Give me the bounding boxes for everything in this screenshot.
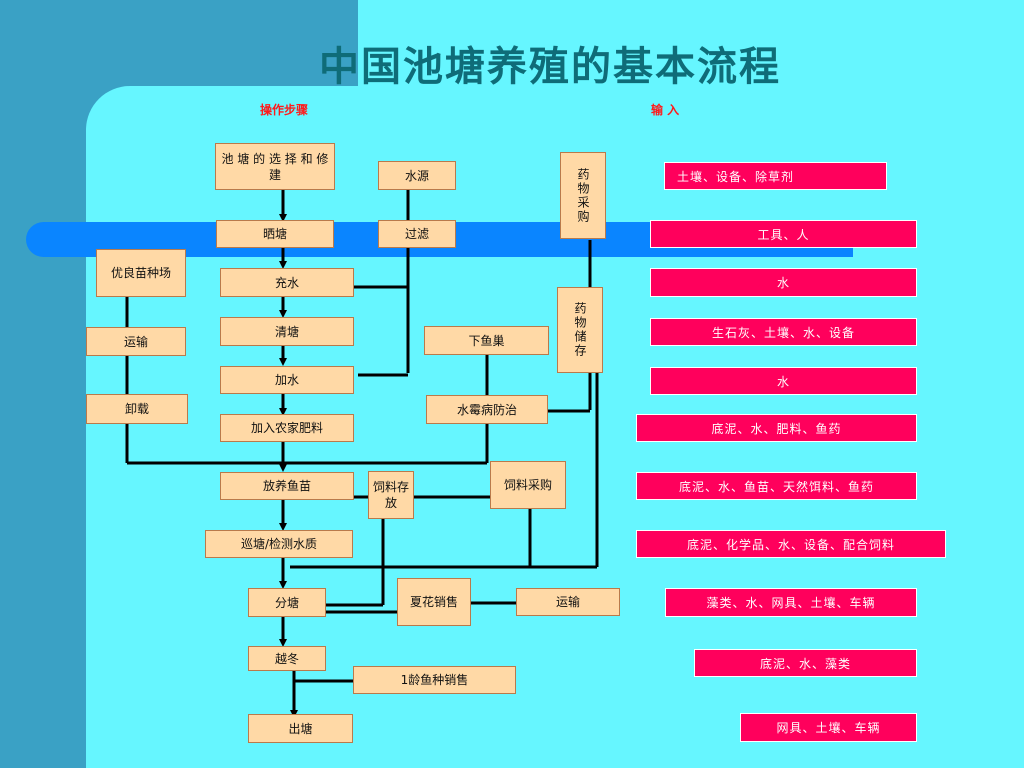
input-box: 土壤、设备、除草剂 xyxy=(664,162,887,190)
page-title: 中国池塘养殖的基本流程 xyxy=(319,43,781,90)
box-transport-1: 运输 xyxy=(86,327,186,356)
input-box: 底泥、化学品、水、设备、配合饲料 xyxy=(636,530,946,558)
box-harvest: 出塘 xyxy=(248,714,353,743)
header-steps: 操作步骤 xyxy=(260,103,309,117)
box-pond-select: 池 塘 的 选 择 和 修建 xyxy=(215,143,335,190)
box-clean-pond: 清塘 xyxy=(220,317,354,346)
box-drug-purchase: 药物采购 xyxy=(560,152,606,239)
box-stock-fry: 放养鱼苗 xyxy=(220,472,354,500)
input-box: 网具、土壤、车辆 xyxy=(740,713,917,742)
box-mold-control: 水霉病防治 xyxy=(426,395,548,424)
input-box: 水 xyxy=(650,367,917,395)
box-drug-storage: 药物储存 xyxy=(557,287,603,373)
box-divide-pond: 分塘 xyxy=(248,588,326,617)
box-patrol: 巡塘/检测水质 xyxy=(205,530,353,558)
box-fish-nest: 下鱼巢 xyxy=(424,326,549,355)
input-box: 水 xyxy=(650,268,917,297)
box-water-source: 水源 xyxy=(378,161,456,190)
box-add-water: 加水 xyxy=(220,366,354,394)
box-feed-storage: 饲料存放 xyxy=(368,471,414,519)
box-fill-water: 充水 xyxy=(220,268,354,297)
box-yearling-sale: 1龄鱼种销售 xyxy=(353,666,516,694)
input-box: 生石灰、土壤、水、设备 xyxy=(650,318,917,346)
box-feed-purchase: 饲料采购 xyxy=(490,461,566,509)
box-add-manure: 加入农家肥料 xyxy=(220,414,354,442)
input-box: 工具、人 xyxy=(650,220,917,248)
input-box: 底泥、水、鱼苗、天然饵料、鱼药 xyxy=(636,472,917,500)
box-summer-sale: 夏花销售 xyxy=(397,578,471,626)
input-box: 底泥、水、藻类 xyxy=(694,649,917,677)
header-input: 输 入 xyxy=(651,103,680,117)
box-transport-2: 运输 xyxy=(516,588,620,616)
box-sun-pond: 晒塘 xyxy=(216,220,334,248)
box-seed-farm: 优良苗种场 xyxy=(96,249,186,297)
box-overwinter: 越冬 xyxy=(248,646,326,671)
input-box: 底泥、水、肥料、鱼药 xyxy=(636,414,917,442)
box-unload: 卸载 xyxy=(86,394,188,424)
input-box: 藻类、水、网具、土壤、车辆 xyxy=(665,588,917,617)
box-filter: 过滤 xyxy=(378,220,456,248)
